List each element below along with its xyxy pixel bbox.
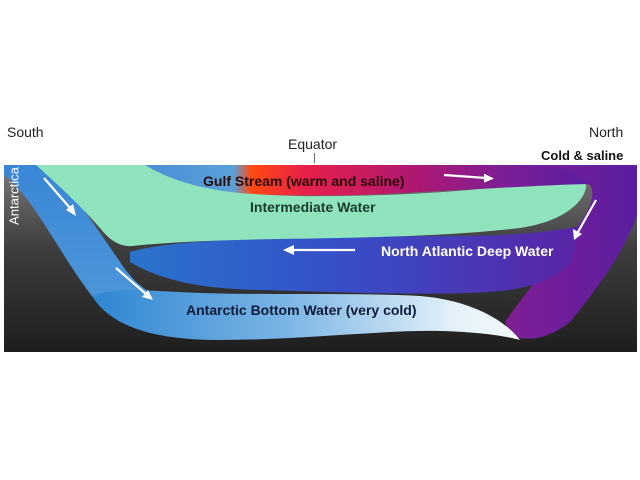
equator-tick xyxy=(314,153,315,163)
north-atlantic-deep-water xyxy=(130,226,580,294)
antarctica-label: Antarctica xyxy=(6,167,22,225)
arrow-antarctic-sinking-lower-icon xyxy=(115,267,153,300)
arrow-nadw-south-icon xyxy=(283,245,355,255)
equator-label: Equator xyxy=(288,136,338,152)
gulf-stream-label: Gulf Stream (warm and saline) xyxy=(203,173,405,189)
gulf-stream xyxy=(145,165,588,196)
arrow-antarctic-sinking-upper-icon xyxy=(43,177,76,216)
intermediate-water xyxy=(36,165,587,247)
arrow-north-sinking-icon xyxy=(573,199,597,240)
flow-arrows xyxy=(43,173,597,300)
cold-saline-label: Cold & saline xyxy=(541,148,624,163)
antarctic-bottom-water-label: Antarctic Bottom Water (very cold) xyxy=(186,302,417,318)
antarctic-sinking-limb xyxy=(4,165,180,331)
arrow-gulf-stream-north-icon xyxy=(443,173,494,183)
antarctic-bottom-water xyxy=(92,290,520,340)
north-atlantic-deep-water-label: North Atlantic Deep Water xyxy=(381,243,554,259)
north-label: North xyxy=(589,124,624,140)
south-label: South xyxy=(7,124,44,140)
intermediate-water-label: Intermediate Water xyxy=(250,199,376,215)
